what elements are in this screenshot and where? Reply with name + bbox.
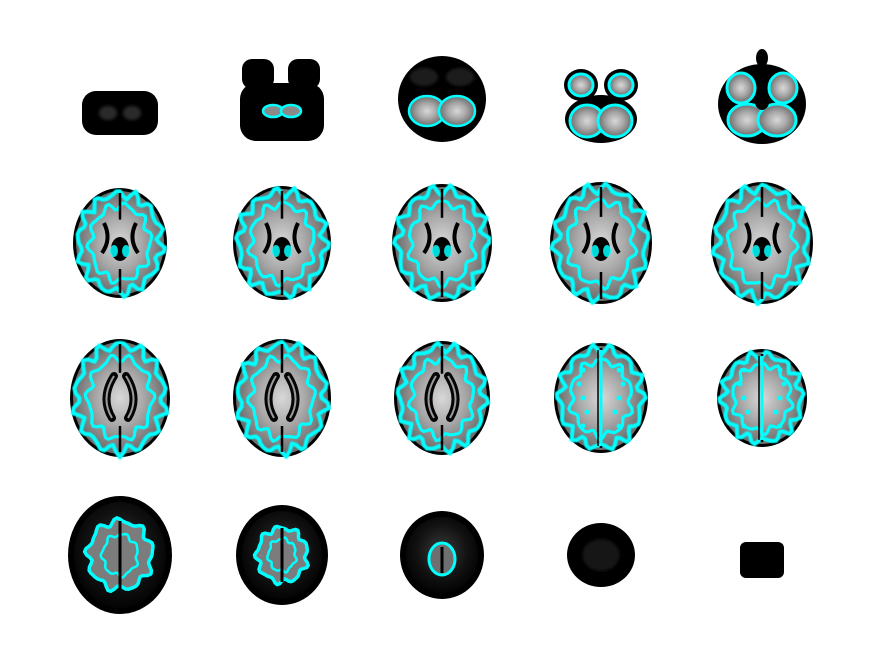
brain-slice-8 — [392, 183, 492, 302]
brain-slice-5 — [718, 49, 806, 144]
brain-slice-16 — [68, 496, 172, 614]
brain-slice-4 — [564, 69, 638, 143]
brain-slice-14 — [554, 342, 648, 453]
brain-slice-19 — [567, 523, 635, 587]
brain-slice-3 — [398, 56, 486, 142]
brain-slice-12 — [233, 339, 331, 459]
brain-slice-6 — [73, 188, 167, 299]
brain-slice-2 — [240, 59, 324, 141]
brain-slice-18 — [400, 511, 484, 599]
brain-slice-13 — [394, 340, 491, 456]
brain-slice-20 — [740, 542, 784, 578]
brain-slice-7 — [233, 186, 331, 300]
brain-slice-11 — [70, 339, 170, 460]
brain-slice-9 — [549, 181, 652, 305]
brain-slice-1 — [82, 91, 158, 135]
brain-slice-17 — [236, 505, 328, 605]
brain-slice-10 — [710, 182, 813, 307]
brain-slice-15 — [717, 349, 807, 447]
